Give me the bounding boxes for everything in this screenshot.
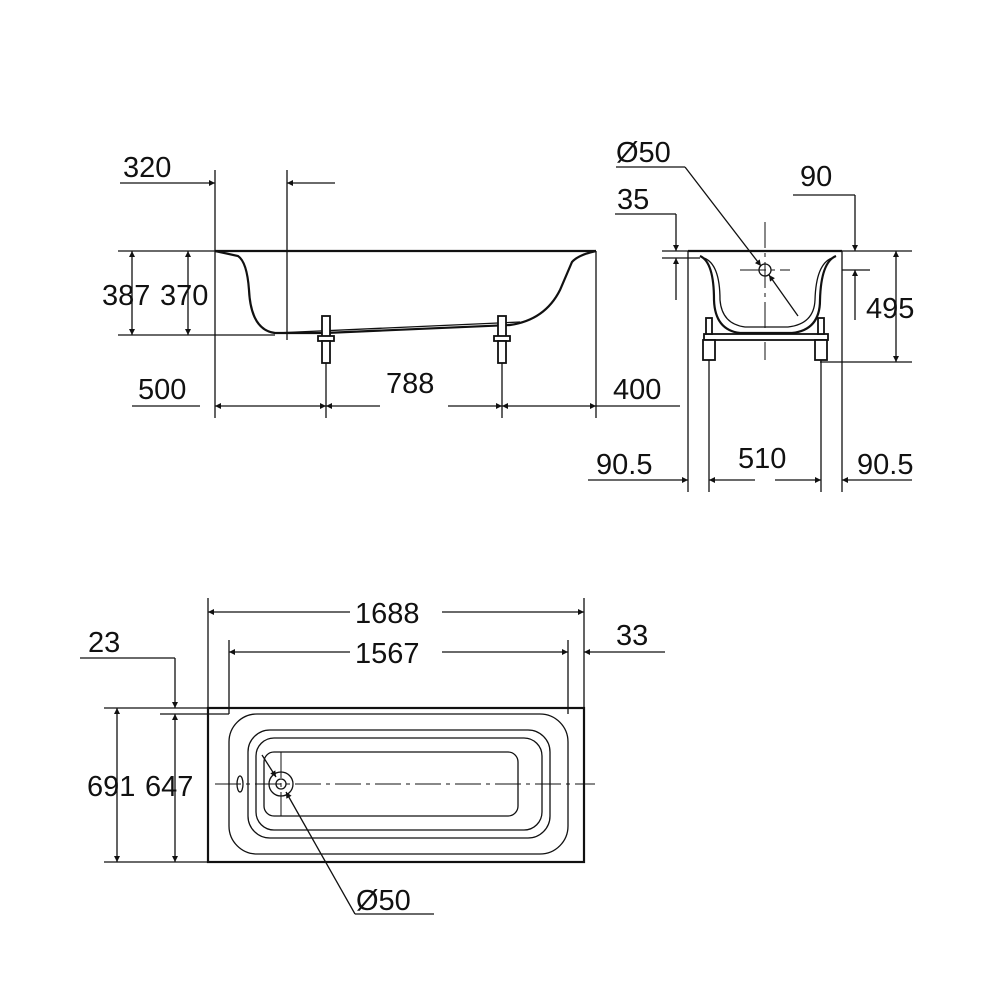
dim-510: 510 <box>738 443 786 475</box>
dim-320: 320 <box>123 152 171 184</box>
dim-90-5-right: 90.5 <box>857 449 913 481</box>
plan-view-outer <box>206 706 586 864</box>
side-view-leg-left <box>317 315 335 418</box>
dim-90: 90 <box>800 161 832 193</box>
dim-drain-end: Ø50 <box>616 137 671 169</box>
dim-33: 33 <box>616 620 648 652</box>
dim-400: 400 <box>613 374 661 406</box>
side-view-inner-bottom <box>274 321 521 334</box>
plan-view: Ø50 1688 1567 33 23 691 647 <box>80 598 665 917</box>
end-view-frame <box>703 333 829 341</box>
side-view-tub-body <box>214 249 597 335</box>
dim-495: 495 <box>866 293 914 325</box>
side-view-leg-right <box>493 315 511 418</box>
dim-691: 691 <box>87 771 135 803</box>
dim-788: 788 <box>386 368 434 400</box>
dim-500: 500 <box>138 374 186 406</box>
dim-35: 35 <box>617 184 649 216</box>
end-view-leg-left <box>702 317 716 361</box>
dim-370: 370 <box>160 280 208 312</box>
end-view: Ø50 35 90 495 90.5 510 90.5 <box>588 137 914 492</box>
dim-90-5-left: 90.5 <box>596 449 652 481</box>
dim-1688: 1688 <box>355 598 420 630</box>
dim-387: 387 <box>102 280 150 312</box>
dim-647: 647 <box>145 771 193 803</box>
dim-23: 23 <box>88 627 120 659</box>
end-view-bowl-inner <box>703 257 833 328</box>
side-view: 320 387 370 500 788 400 <box>102 152 680 418</box>
end-view-bowl-outer <box>699 254 837 335</box>
dim-1567: 1567 <box>355 638 420 670</box>
dim-drain-plan: Ø50 <box>356 885 411 917</box>
